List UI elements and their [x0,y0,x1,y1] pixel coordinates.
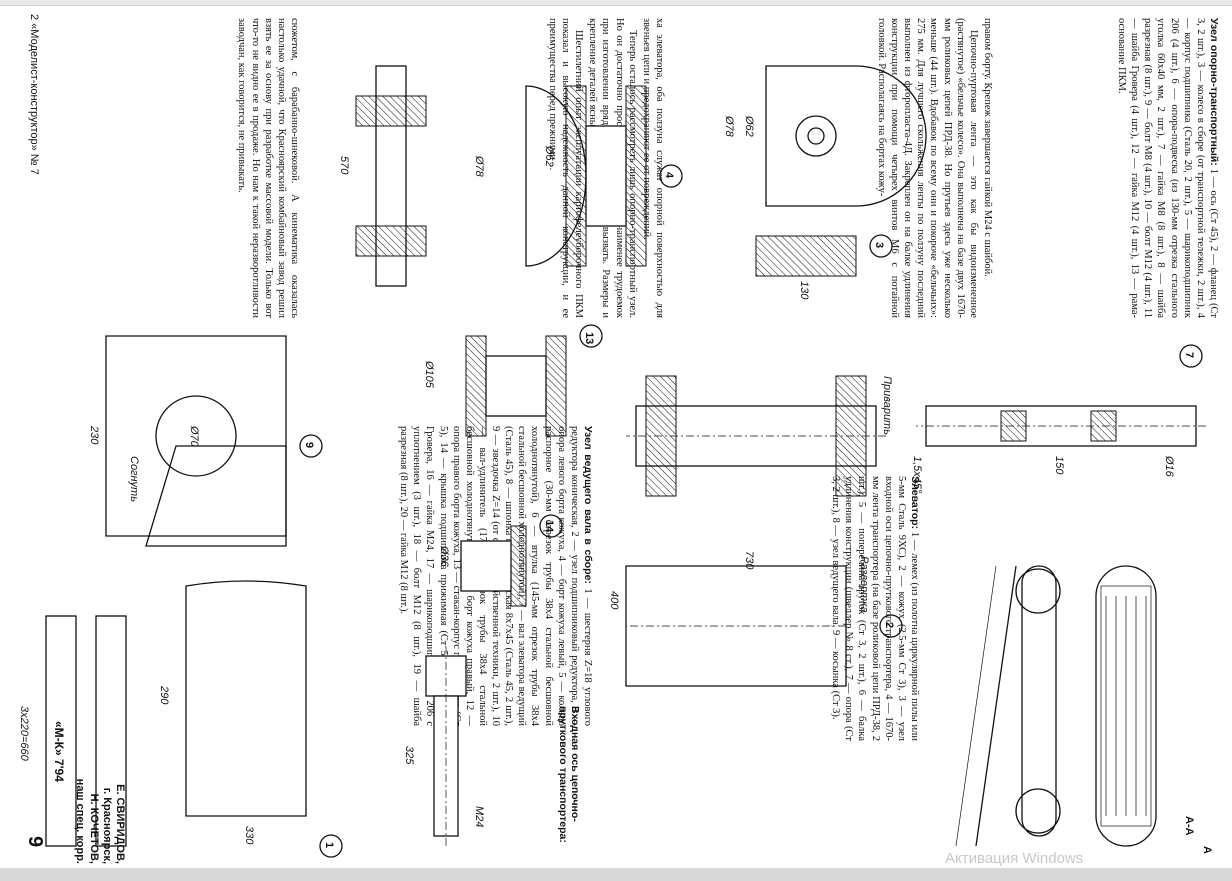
viewer-top-bar [0,0,1232,6]
fig9-number: 9 [303,442,315,448]
fig2-number: 2 [883,622,895,628]
fig13-dim-d70: Ø70 [188,425,200,448]
issue-line: 2 «Моделист-конструктор» № 7 [28,14,40,175]
fig8-bearing-cup-drawing: 13 Ø105 [423,324,603,437]
arrow-a-label: А [1201,846,1213,854]
fig10-dim-570: 570 [338,156,350,175]
fig12-dim-m24: М24 [473,806,485,827]
fig2-razvertka-drawing: 2 Развертка 730 400 [608,551,903,687]
section-aa-label: А-А [1183,816,1195,836]
fig8-dim-d105: Ø105 [423,360,435,389]
fig7-dim-d16: Ø16 [1163,455,1175,478]
elevator-rod-rows [1105,596,1147,816]
fig13-gusset-drawing: Ø70 230 [88,335,287,537]
fig4-dim-d78: Ø78 [473,155,485,178]
fig5-dim-700: 3х220=660 [18,706,30,762]
fig4-housing-drawing: 4 Ø62 Ø78 [473,85,683,267]
fig7-dim-m24: 1,5х45° [911,456,923,494]
fig1-number: 1 [323,842,335,848]
fig1-dim-290: 290 [158,685,170,705]
text-column-3: сюжетом, с барабанно-шнековой. А кинемат… [234,18,301,318]
fig13-dim-230: 230 [88,425,100,445]
node-body: 1 — ось (Ст 45), 2 — фланец (Ст 3, 2 шт.… [1116,18,1219,318]
fig11-number: 14 [543,520,555,533]
fig11-cover-drawing: 14 Ø36 [438,514,563,607]
elevator-section-drawing: А-А А [955,565,1213,854]
fig3-dim-d78: Ø78 [723,115,735,138]
fig3-flange-drawing: 3 Ø62 Ø78 130 [723,65,927,300]
fig2-dim-400: 400 [608,591,620,610]
fig10-input-axle-drawing: 570 [338,65,427,287]
fig11-dim-d36: Ø36 [438,545,450,568]
fig1-dim-330: 330 [243,826,255,845]
viewer-bottom-bar [0,868,1232,881]
fig8-number: 13 [583,332,595,344]
col3-paragraph-1: сюжетом, с барабанно-шнековой. А кинемат… [236,18,301,318]
fig12-bolt-drawing: 325 М24 [403,646,485,846]
magazine-page: Узел опорно-транспортный: 1 — ось (Ст 45… [6,6,1226,868]
fig4-number: 4 [663,172,675,179]
fig3-dim-d62: Ø62 [743,115,755,137]
drive-shaft-assembly-drawing: Приварить [626,375,893,497]
fig7-dim-150: 150 [1053,456,1065,475]
fig7-shaft-drawing: 7 Ø16 150 1,5х45° [911,344,1206,494]
fig1-plowshare-drawing: 1 290 330 [158,580,343,858]
fig2-dim-730: 730 [743,551,755,570]
fig3-dim-130: 130 [798,281,810,300]
fig9-sognut: Согнуть [128,456,140,502]
fig3-number: 3 [873,242,885,248]
col1-paragraph-1: правом борту. Крепеж завершается гайкой … [982,18,993,277]
fig5-fig6-strips-drawing: 3х220=660 [18,615,127,847]
fig4-dim-d62: Ø62 [543,145,555,167]
node-heading: Узел опорно-транспортный: [1208,18,1220,166]
fig2-title: Развертка [858,556,870,613]
input-axle-heading: Входная ось цепочно-пруткового транспорт… [557,706,581,843]
fig12-dim-325: 325 [403,746,415,765]
assembly-privarit: Приварить [881,376,893,435]
activation-watermark: Активация Windows [945,850,1084,867]
fig7-number: 7 [1183,352,1195,358]
node-parts-list: Узел опорно-транспортный: 1 — ось (Ст 45… [1115,18,1220,318]
